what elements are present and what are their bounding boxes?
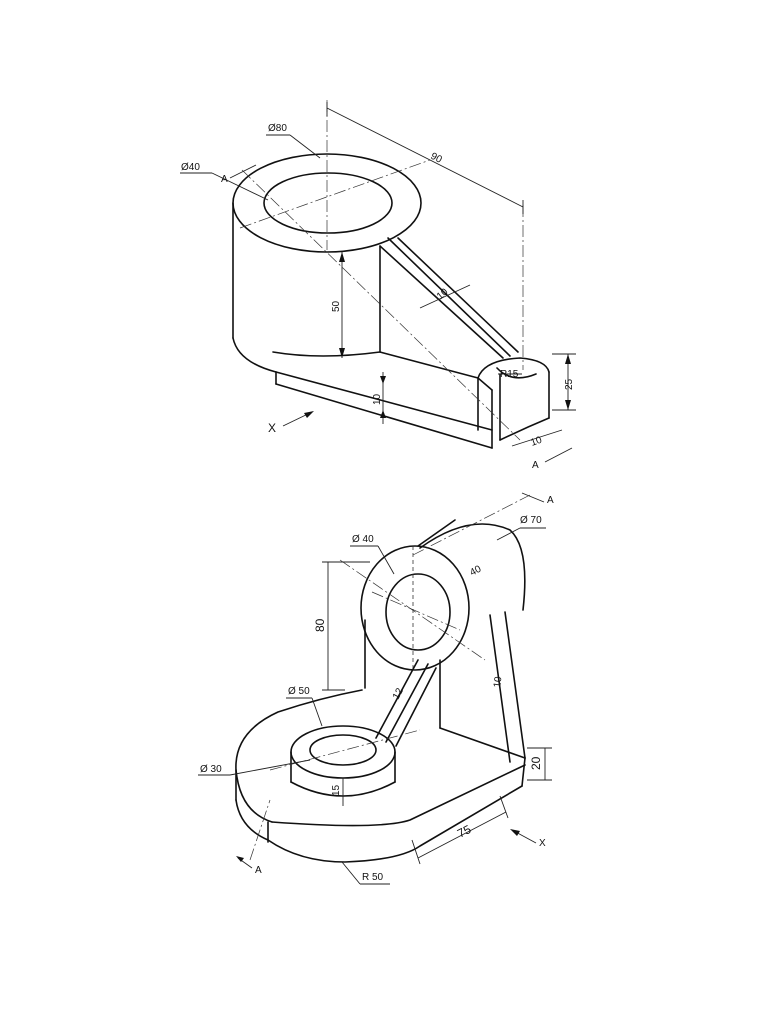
dim-50-arrow-top [339,252,345,262]
base-top-back-edge [439,727,526,759]
dim-75-label: 75 [455,822,474,841]
dim-d80-leader [289,134,321,159]
centerline-lower-1 [269,729,421,771]
section-a-bottom-label: A [532,460,539,471]
cylinder-bore-edge [263,172,393,234]
boss-notch-inner [496,367,537,379]
dim-75-ext-1 [411,839,421,865]
centerline-horizontal-1 [239,159,431,229]
dim-base10-arrow-top [380,376,386,384]
isometric-drawing-1: 90 Ø80 Ø40 A 50 10 10 R15 25 [180,100,576,471]
centerline-upper-2 [371,591,461,631]
dim-d50-leader [311,697,323,727]
rib-edge-2 [397,237,519,353]
dim-75-line [417,811,507,859]
section-a2-bottom-arrow [236,856,244,862]
rib-edge-1 [379,245,504,359]
diagonal-rib-edge-1 [375,659,419,739]
right-plate-edge-1 [489,614,511,763]
dim-d70-label: Ø 70 [520,515,542,526]
dim-90-line [326,107,524,208]
dim-d50-label: Ø 50 [288,686,310,697]
section-a2-top-label: A [547,495,554,506]
base-right-vertical [521,757,526,787]
dim-90-label: 90 [429,151,444,166]
section-line-1 [241,169,521,441]
base-left-bottom-curve [235,799,269,841]
dim-25-arrow-top [565,354,571,364]
cylinder-bottom-curve [232,337,277,373]
dim-rib10-line [419,284,471,309]
base-top-front-edge [271,764,526,827]
centerline-upper-1 [339,559,486,661]
dim-15-label: 15 [331,784,342,796]
section-a2-bottom-label: A [255,865,262,876]
section-a-top-label: A [221,174,228,185]
view-x-label: X [268,421,276,435]
dim-r50-leader [341,861,361,885]
view-x2-label: X [539,838,546,849]
dim-d80-label: Ø80 [268,123,287,134]
dim-d30-label: Ø 30 [200,764,222,775]
dim-w10-label: 10 [529,435,544,449]
dim-d40-label: Ø40 [181,162,200,173]
view-arrow-x2-head [510,829,520,836]
boss-bottom-curve [499,417,550,441]
upper-cylinder-front-face [360,545,470,671]
section-a2-top-line [521,492,545,503]
base-bottom-front-edge [267,785,523,863]
upper-cylinder-bore [385,573,451,651]
bore-inner-curve [272,351,381,357]
diagonal-rib-edge-2 [385,663,429,743]
dim-25-label: 25 [564,378,575,390]
dim-w10-line [511,429,563,447]
dim-r50-label: R 50 [362,872,384,883]
lower-boss-bore [309,734,377,766]
dim-10b-label: 10 [492,675,505,688]
base-front-top-edge [275,371,493,431]
diagonal-rib-edge-3 [395,667,437,747]
lower-boss-top-face [290,725,396,779]
dim-r15-label: R15 [500,369,519,380]
dim-d40b-leader [377,545,395,575]
section-a-top-arrow-line [229,164,257,179]
section-a-bottom-arrow-line [544,447,573,463]
dim-50-arrow-bottom [339,348,345,358]
dim-80-label: 80 [313,618,327,632]
dim-50-label: 50 [331,300,342,312]
base-top-curve-left [235,689,363,823]
dim-25-arrow-bottom [565,400,571,410]
dim-d70-leader [496,527,521,541]
dim-base10-arrow-bottom [380,410,386,418]
upper-cylinder-back-arc [419,523,526,611]
dim-base10-label: 10 [372,393,383,405]
upper-cylinder-top-edge [417,519,456,547]
dim-75-ext-2 [499,795,509,819]
dim-l40-label: 40 [468,564,483,579]
isometric-drawing-2: Ø 70 A Ø 40 40 80 Ø 50 12 10 Ø 30 15 [198,492,554,885]
dim-12-label: 12 [391,686,406,701]
section-line-lower [249,799,271,861]
boss-top-left [477,377,493,391]
rib-edge-3 [387,237,511,357]
boss-notch-curve [477,357,550,379]
base-top-back-edge [379,351,479,379]
dim-d40b-label: Ø 40 [352,534,374,545]
dim-d30-leader [229,759,311,776]
dim-d40-leader [211,172,269,201]
view-arrow-x-head [304,411,314,418]
right-plate-edge-2 [504,611,526,759]
dim-20-label: 20 [529,756,543,770]
centerline-upper-depth [412,494,531,556]
